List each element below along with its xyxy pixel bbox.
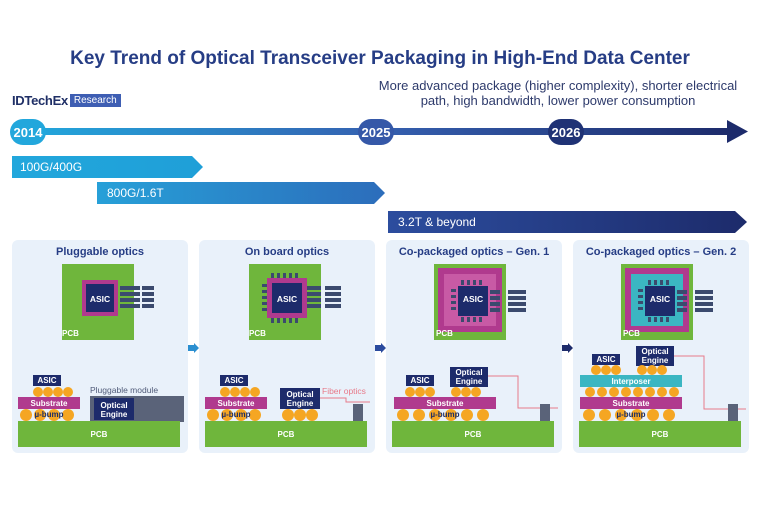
panel-title-cpo-gen2: Co-packaged optics – Gen. 2: [585, 246, 737, 258]
optical-engine-label: Optical Engine: [100, 401, 128, 419]
ubump-label: µ-bump: [616, 410, 646, 419]
asic-die-label: ASIC: [224, 376, 244, 385]
pcb-label: PCB: [623, 329, 640, 338]
logo-brand: IDTechEx: [12, 92, 68, 108]
ubump-row: [397, 409, 489, 421]
cpo-gen1-top-view: [434, 264, 526, 340]
substrate-label: Substrate: [30, 399, 68, 408]
pcb-board-label: PCB: [90, 430, 108, 439]
solder-bumps: [591, 365, 667, 375]
optical-engine: [94, 398, 134, 420]
solder-bumps: [585, 387, 679, 397]
panel-title-pluggable: Pluggable optics: [55, 246, 144, 258]
ubump-label: µ-bump: [430, 410, 460, 419]
year-2025-marker: 2025: [358, 119, 394, 145]
optical-engine-label: Optical Engine: [641, 347, 669, 365]
interposer-label: Interposer: [611, 377, 651, 386]
ubump-row: [207, 409, 261, 421]
gen-100g-400g: 100G/400G: [20, 160, 83, 174]
page-title: Key Trend of Optical Transceiver Packagi…: [70, 48, 690, 69]
asic-die-label: ASIC: [596, 355, 616, 364]
pcb-board: [18, 421, 180, 447]
ubump-label: µ-bump: [221, 410, 251, 419]
ubump-row: [20, 409, 74, 421]
substrate-layer: [205, 397, 267, 409]
fiber-optics-line: [674, 355, 746, 422]
solder-bumps: [405, 387, 481, 397]
asic-chip-label: ASIC: [276, 294, 298, 304]
pcb-board-label: PCB: [464, 430, 482, 439]
solder-bumps: [282, 409, 318, 421]
solder-bumps: [220, 387, 260, 397]
solder-bumps: [33, 387, 73, 397]
optical-engine-label: Optical Engine: [455, 368, 483, 386]
asic-chip-label: ASIC: [89, 294, 111, 304]
fiber-optics-line: [320, 397, 370, 422]
optical-engine-label: Optical Engine: [286, 390, 314, 408]
asic-die-label: ASIC: [37, 376, 57, 385]
interposer-layer: [580, 375, 682, 387]
panel-title-cpo-gen1: Co-packaged optics – Gen. 1: [398, 246, 550, 258]
pcb-board: [205, 421, 367, 447]
gen-800g-1-6t: 800G/1.6T: [107, 186, 164, 200]
year-2014-marker: 2014: [10, 119, 46, 145]
asic-die: [220, 375, 248, 386]
cpo-gen2-top-view: [621, 264, 713, 340]
asic-chip-label: ASIC: [462, 294, 484, 304]
optical-engine: [636, 346, 674, 366]
logo-research-tag: Research: [69, 93, 121, 107]
trend-description: More advanced package (higher complexity…: [378, 78, 738, 108]
substrate-label: Substrate: [426, 399, 464, 408]
substrate-layer: [18, 397, 80, 409]
optical-engine: [450, 367, 488, 387]
asic-die: [33, 375, 61, 386]
asic-die: [406, 375, 434, 386]
ubump-row: [583, 409, 675, 421]
optical-engine: [280, 388, 320, 409]
arrow-right-icon: [188, 343, 199, 353]
on-board-top-view: [249, 264, 341, 340]
pcb-board-label: PCB: [277, 430, 295, 439]
pcb-board: [579, 421, 741, 447]
pcb-label: PCB: [249, 329, 266, 338]
arrow-right-icon: [562, 343, 573, 353]
pcb-board-label: PCB: [651, 430, 669, 439]
fiber-optics-label: Fiber optics: [322, 386, 366, 396]
idtechex-logo: IDTechEx Research: [12, 92, 121, 108]
pcb-label: PCB: [436, 329, 453, 338]
asic-die-label: ASIC: [410, 376, 430, 385]
fiber-optics-line: [488, 375, 558, 422]
asic-die: [592, 354, 620, 365]
ubump-label: µ-bump: [34, 410, 64, 419]
year-2026-marker: 2026: [548, 119, 584, 145]
generation-bars: [12, 156, 747, 233]
panel-title-on-board: On board optics: [244, 246, 330, 258]
gen-3-2t-beyond: 3.2T & beyond: [398, 215, 476, 229]
pcb-label: PCB: [62, 329, 79, 338]
arrow-right-icon: [375, 343, 386, 353]
substrate-label: Substrate: [612, 399, 650, 408]
pluggable-top-view: [62, 264, 154, 340]
substrate-layer: [394, 397, 496, 409]
asic-chip-label: ASIC: [649, 294, 671, 304]
substrate-label: Substrate: [217, 399, 255, 408]
pluggable-module-label: Pluggable module: [90, 385, 159, 395]
substrate-layer: [580, 397, 682, 409]
pcb-board: [392, 421, 554, 447]
